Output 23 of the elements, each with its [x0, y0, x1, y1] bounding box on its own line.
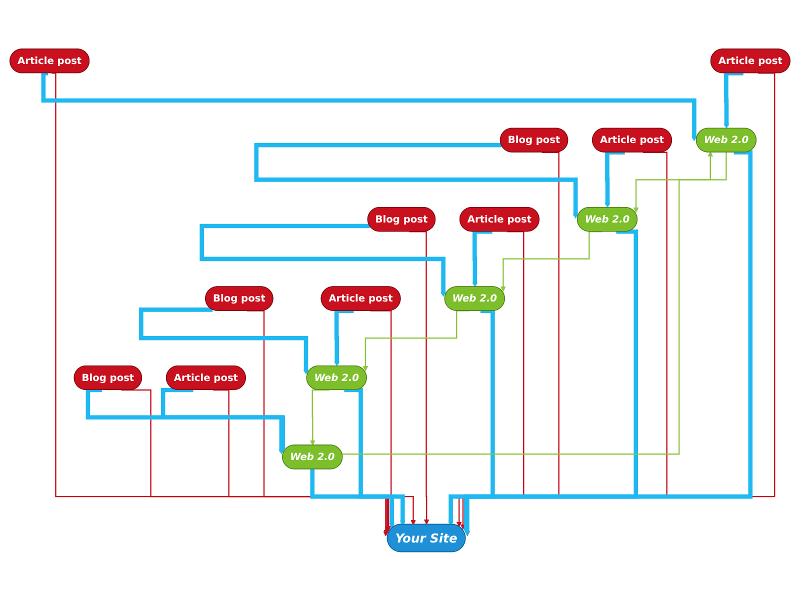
- arrow: [472, 229, 492, 287]
- arrow: [334, 308, 354, 366]
- arrow: [724, 70, 744, 128]
- arrow: [254, 142, 578, 218]
- arrow: [463, 229, 638, 533]
- arrow: [310, 389, 330, 446]
- arrow: [139, 307, 309, 374]
- arrow: [344, 388, 406, 526]
- arrow: [51, 72, 388, 536]
- arrow: [604, 150, 625, 208]
- arrow: [500, 230, 602, 292]
- arrow: [370, 310, 416, 525]
- arrow: [633, 151, 728, 212]
- arrow: [160, 388, 286, 452]
- arrow: [362, 310, 470, 371]
- arrow: [409, 230, 430, 524]
- arrow: [310, 466, 395, 528]
- arrow: [448, 308, 495, 526]
- arrow: [86, 388, 284, 454]
- arrow: [464, 150, 753, 536]
- arrow: [200, 223, 446, 297]
- arrow: [41, 70, 697, 141]
- arrow: [342, 150, 714, 454]
